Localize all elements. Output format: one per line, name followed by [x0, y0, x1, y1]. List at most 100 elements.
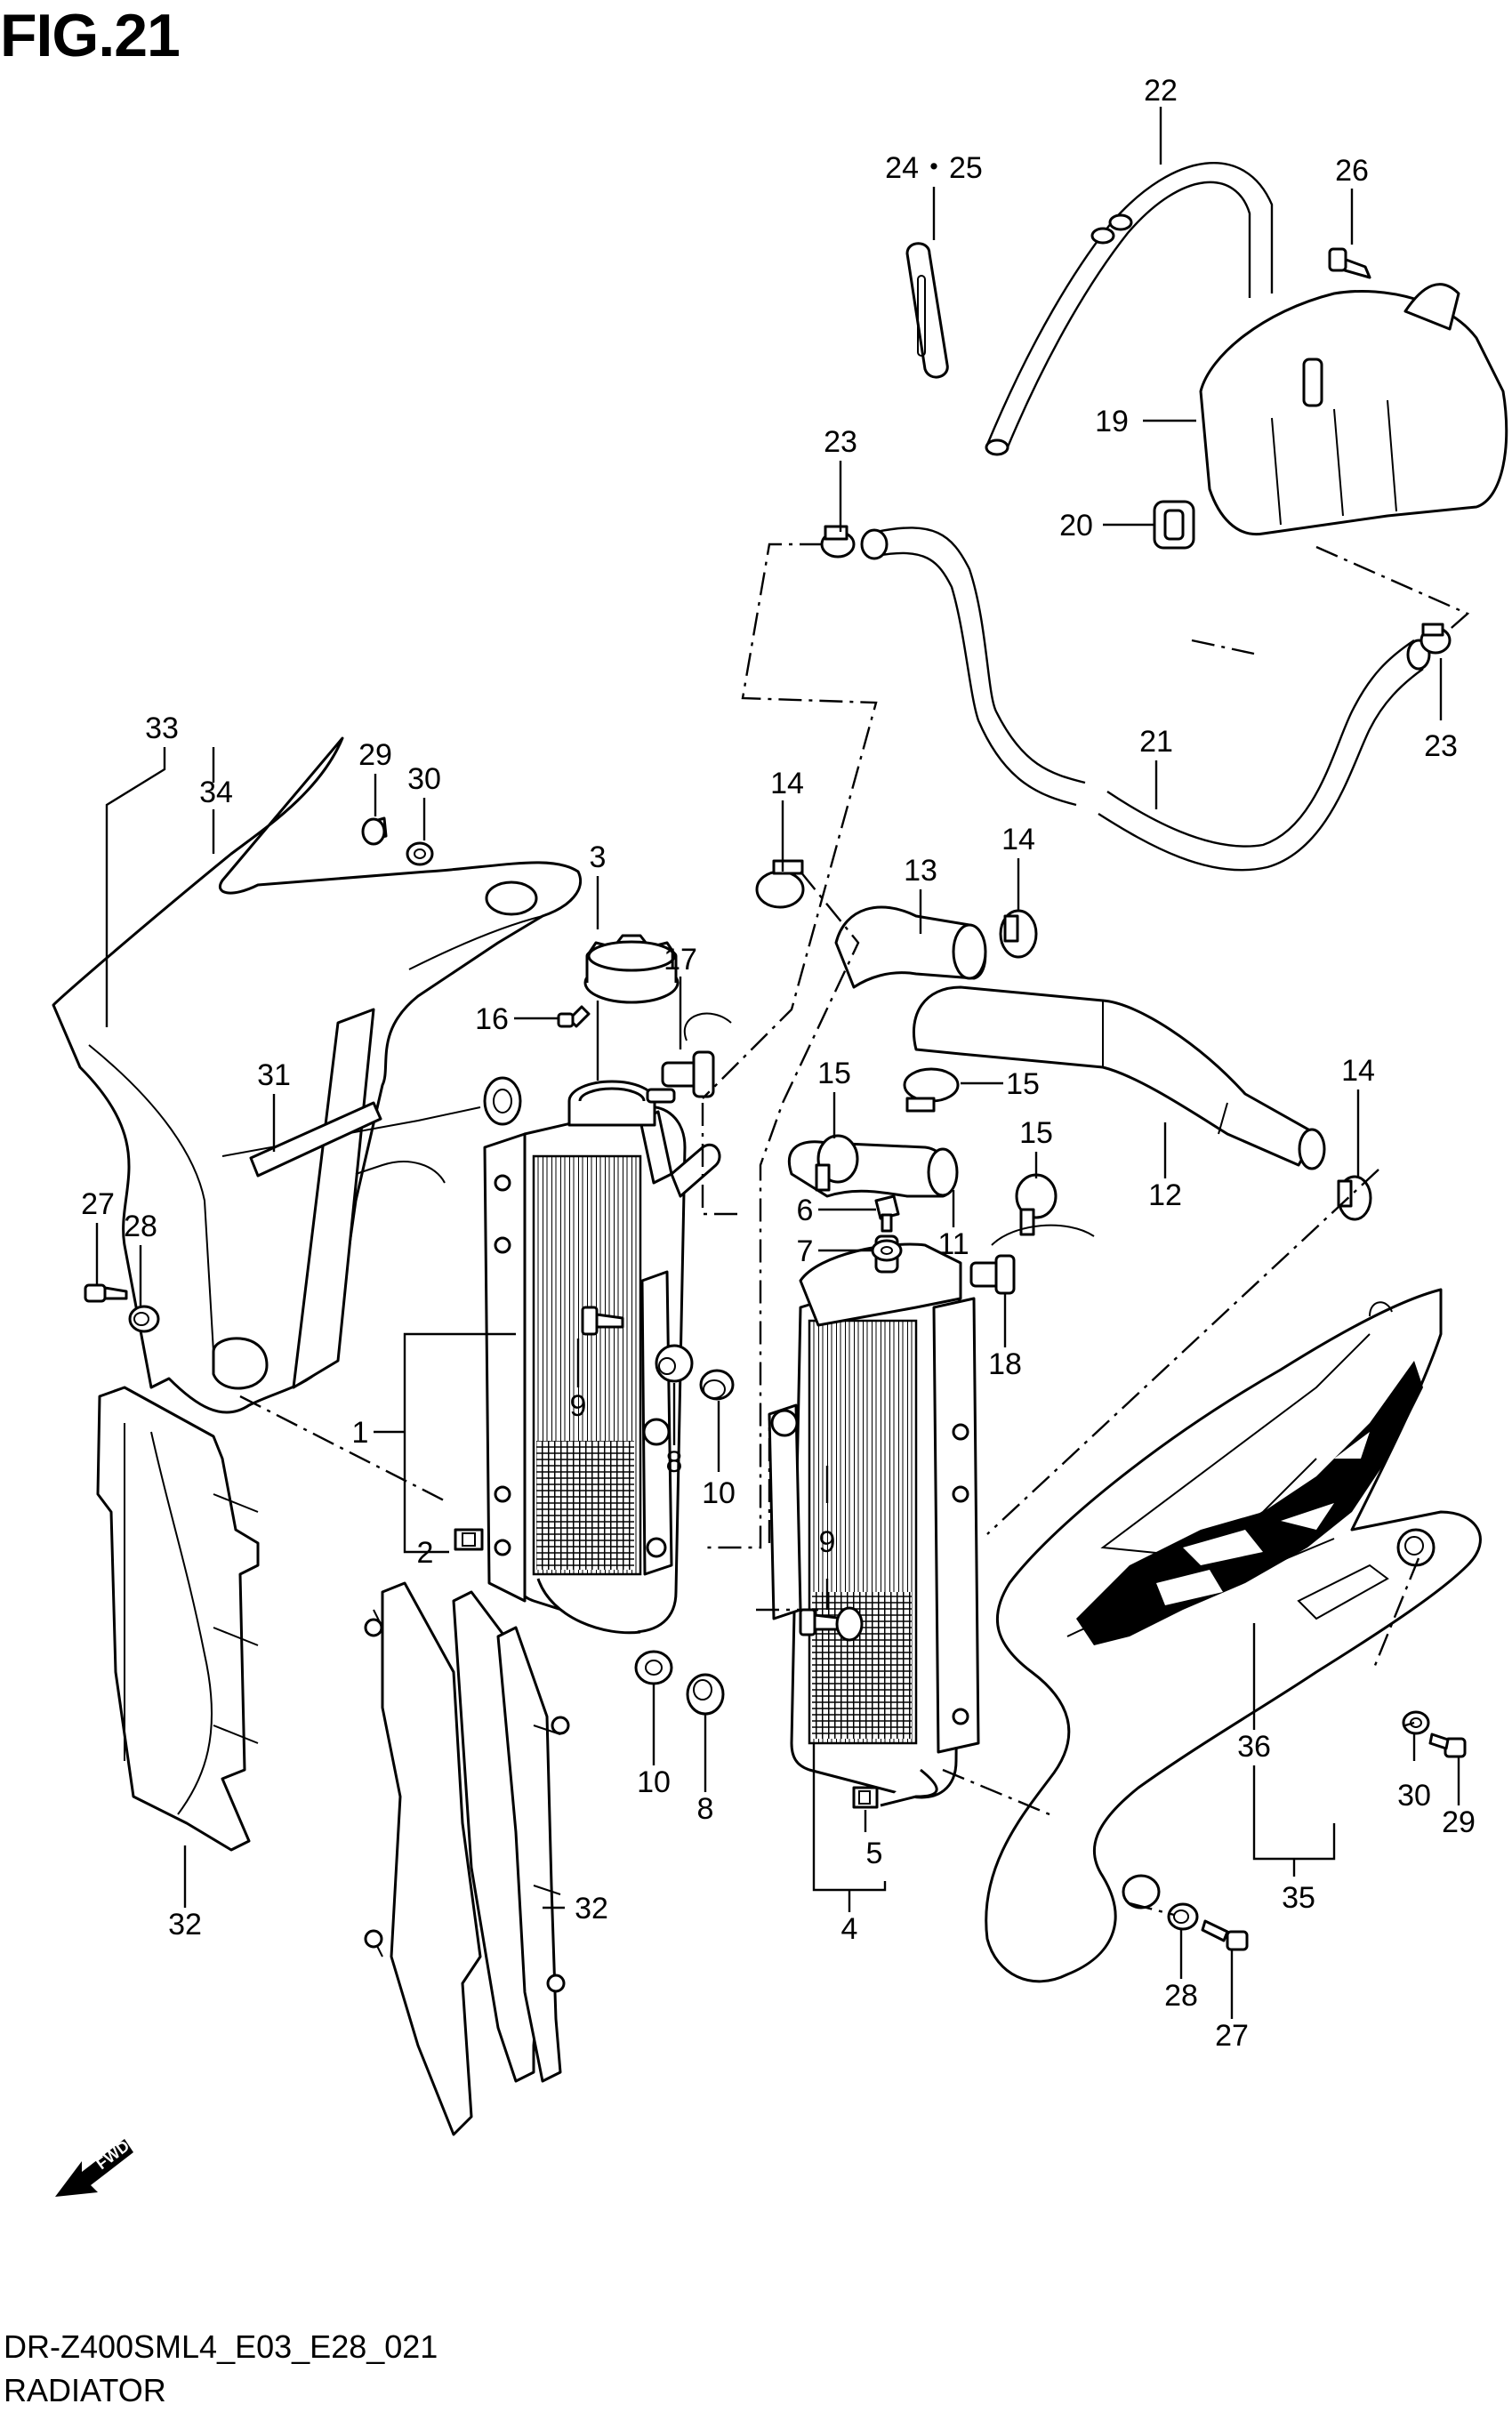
- callout-8-right: 8: [697, 1792, 714, 1826]
- bolt-29-left: [361, 816, 388, 846]
- callout-29-left: 29: [358, 738, 392, 772]
- callout-9-right: 9: [819, 1525, 836, 1559]
- left-radiator-shroud: [52, 736, 583, 1414]
- washer-7: [871, 1239, 903, 1262]
- hose-bracket-24-25: [905, 242, 949, 379]
- bolt-9-right: [799, 1606, 864, 1642]
- callout-18: 18: [988, 1347, 1022, 1381]
- grommet-8-right: [686, 1673, 725, 1716]
- callout-17: 17: [664, 943, 697, 977]
- callout-32-right: 32: [575, 1892, 608, 1926]
- fwd-arrow-icon: FWD: [55, 2137, 133, 2197]
- louver-32-left: [96, 1386, 260, 1852]
- callout-28-right: 28: [1164, 1979, 1198, 2013]
- callout-5: 5: [866, 1837, 883, 1870]
- clamp-14-a: [755, 859, 805, 909]
- callout-3: 3: [590, 840, 607, 874]
- callout-14-a: 14: [770, 767, 804, 800]
- collar-28-right: [1167, 1902, 1199, 1931]
- callout-21: 21: [1139, 725, 1173, 759]
- collar-10-left: [699, 1369, 735, 1401]
- callout-31: 31: [257, 1058, 291, 1092]
- clamp-23-upper: [820, 525, 856, 559]
- thermo-switch-18: [969, 1224, 1095, 1295]
- thermo-switch-17: [661, 1012, 732, 1098]
- callout-14-c: 14: [1341, 1054, 1375, 1088]
- callout-23-lower: 23: [1424, 729, 1458, 763]
- callout-33: 33: [145, 712, 179, 745]
- callout-36: 36: [1237, 1730, 1271, 1764]
- callout-27-right: 27: [1215, 2019, 1249, 2053]
- callout-labels: 22 24・25 26 19 20 23 21 23 33 34 29 30 1…: [81, 74, 1476, 2053]
- callout-15-b: 15: [1006, 1067, 1040, 1101]
- filler-neck: [567, 1080, 676, 1127]
- washer-30-right: [1402, 1710, 1430, 1735]
- callout-10-left: 10: [702, 1476, 736, 1510]
- callout-19: 19: [1095, 405, 1129, 438]
- callout-30-right: 30: [1397, 1779, 1431, 1813]
- reservoir-tank: [1199, 283, 1508, 536]
- callout-1: 1: [352, 1416, 369, 1450]
- bolt-26: [1328, 247, 1371, 279]
- callout-4: 4: [841, 1912, 858, 1946]
- overflow-hose-22: [985, 162, 1274, 456]
- callout-32-left: 32: [168, 1908, 202, 1942]
- callout-30-left: 30: [407, 762, 441, 796]
- hose-11: [787, 1140, 959, 1198]
- callout-8-left: 8: [666, 1445, 683, 1479]
- callout-15-a: 15: [817, 1057, 851, 1090]
- callout-34: 34: [199, 776, 233, 809]
- callout-20: 20: [1059, 509, 1093, 543]
- callout-12: 12: [1148, 1178, 1182, 1212]
- screw-16: [557, 1005, 591, 1028]
- washer-30-left: [406, 841, 434, 866]
- cover-31: [249, 1101, 382, 1178]
- callout-16: 16: [475, 1002, 509, 1036]
- grommet-8-left: [655, 1344, 694, 1383]
- callout-9-left: 9: [570, 1389, 587, 1423]
- callout-22: 22: [1144, 74, 1178, 108]
- left-radiator: [483, 1105, 721, 1635]
- bolt-29-right: [1428, 1733, 1467, 1758]
- callout-24-25: 24・25: [885, 151, 983, 185]
- hose-13: [834, 905, 987, 989]
- bolt-9-left: [581, 1306, 624, 1336]
- callout-28-left: 28: [124, 1210, 157, 1243]
- callout-11: 11: [937, 1227, 969, 1261]
- callout-10-right: 10: [637, 1765, 671, 1799]
- hose-21: [860, 527, 1431, 872]
- callout-29-right: 29: [1442, 1805, 1476, 1839]
- clamp-15-a: [903, 1067, 960, 1113]
- clamp-23-lower: [1420, 623, 1452, 655]
- louver-32-right: [364, 1581, 570, 2136]
- callout-2: 2: [417, 1536, 434, 1570]
- callout-7: 7: [797, 1234, 814, 1268]
- figure-title: FIG.21: [0, 2, 181, 69]
- clamp-15-b: [815, 1134, 859, 1192]
- collar-10-right: [634, 1650, 673, 1685]
- leader-lines: [95, 107, 1460, 2019]
- clamp-14-c: [1337, 1175, 1372, 1221]
- clamp-14-b: [999, 909, 1038, 959]
- callout-13: 13: [904, 854, 937, 888]
- right-radiator: [768, 1234, 980, 1807]
- callout-35: 35: [1282, 1881, 1315, 1915]
- callout-14-b: 14: [1001, 823, 1035, 856]
- collar-28-left: [128, 1305, 160, 1333]
- dash-dot-assembly-lines: [239, 543, 1470, 1917]
- reservoir-cushion: [1153, 500, 1195, 550]
- callout-23-upper: 23: [824, 425, 857, 459]
- callout-26: 26: [1335, 154, 1369, 188]
- bolt-27-left: [84, 1283, 128, 1303]
- radiator-cap: [583, 934, 680, 1004]
- diagram-code: DR-Z400SML4_E03_E28_021: [4, 2328, 438, 2365]
- shroud-graphic-36: [1076, 1361, 1423, 1645]
- callout-6: 6: [797, 1194, 814, 1227]
- bolt-6: [874, 1194, 900, 1233]
- clip-nut-5: [852, 1786, 879, 1809]
- callout-27-left: 27: [81, 1187, 115, 1221]
- clip-nut-2: [454, 1528, 484, 1551]
- hose-12: [912, 985, 1326, 1170]
- diagram-title: RADIATOR: [4, 2372, 166, 2408]
